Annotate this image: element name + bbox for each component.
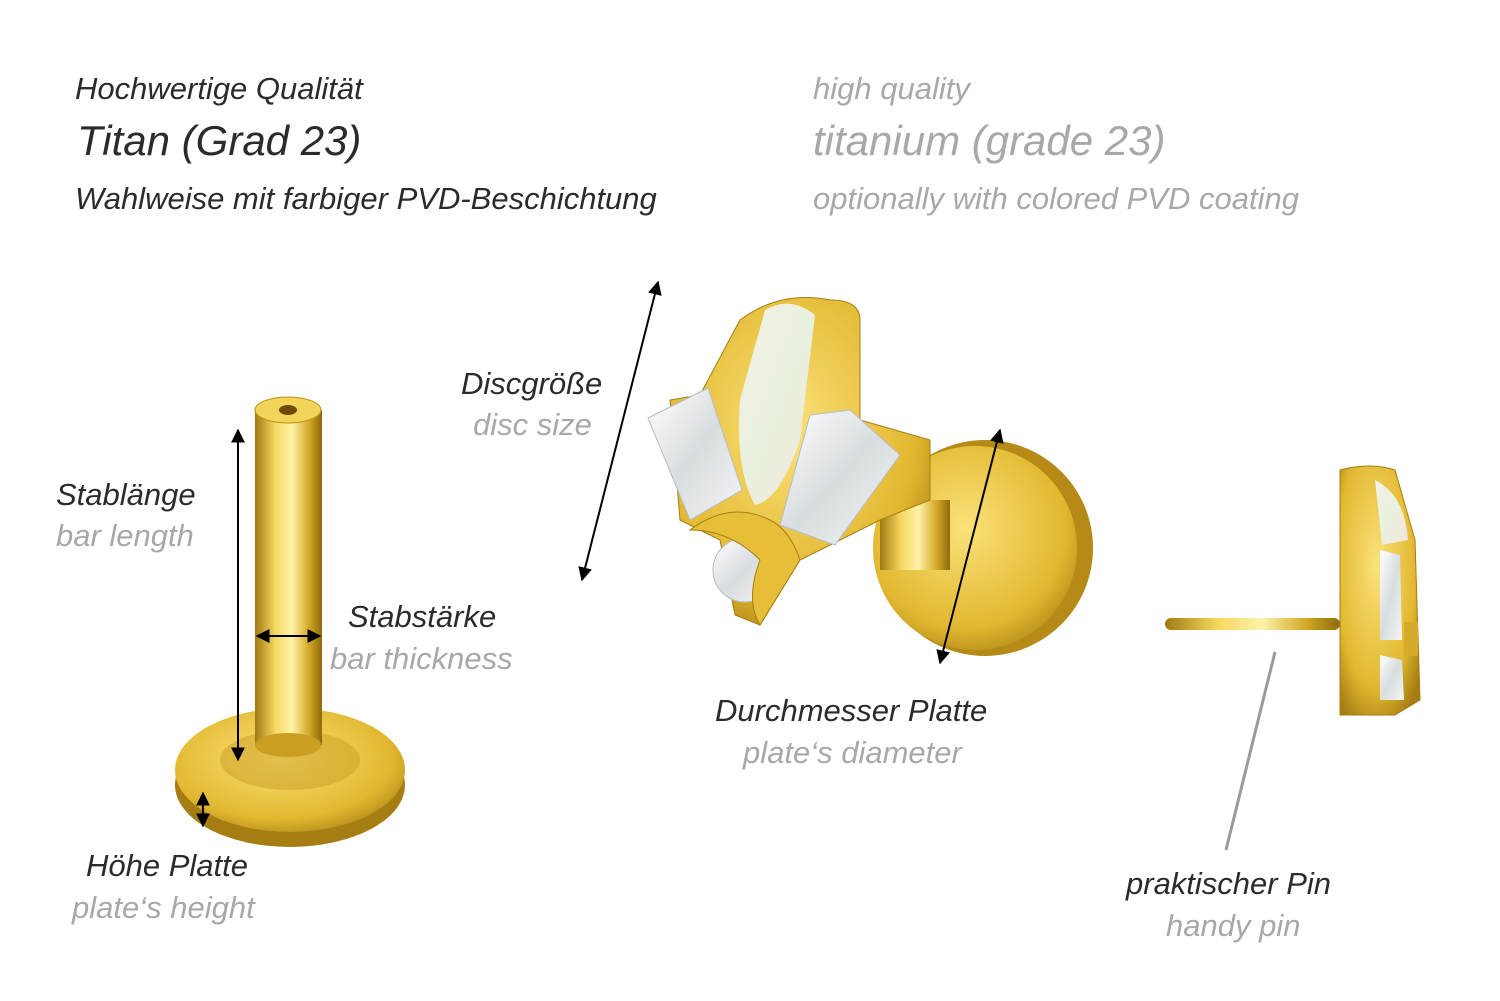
quality-de: Hochwertige Qualität xyxy=(75,71,363,106)
quality-en: high quality xyxy=(813,71,970,106)
coating-en: optionally with colored PVD coating xyxy=(813,181,1299,216)
plate-diameter-en: plate‘s diameter xyxy=(743,735,962,770)
pin-pointer-line xyxy=(1224,651,1277,851)
material-en: titanium (grade 23) xyxy=(813,117,1166,164)
handy-pin-en: handy pin xyxy=(1166,908,1301,943)
plate-diameter-de: Durchmesser Platte xyxy=(715,693,988,728)
disc-size-arrow xyxy=(578,280,662,582)
plate-diameter-arrow xyxy=(936,428,1004,665)
bar-thickness-en: bar thickness xyxy=(330,641,513,676)
disc-size-de: Discgröße xyxy=(461,366,603,401)
bar-length-de: Stablänge xyxy=(56,477,196,512)
bar-thickness-de: Stabstärke xyxy=(348,599,497,634)
bar-length-en: bar length xyxy=(56,518,194,553)
coating-de: Wahlweise mit farbiger PVD-Beschichtung xyxy=(75,181,657,216)
material-de: Titan (Grad 23) xyxy=(77,117,362,164)
plate-height-de: Höhe Platte xyxy=(86,848,248,883)
plate-height-en: plate‘s height xyxy=(72,890,255,925)
jewel-labret xyxy=(647,297,1093,656)
handy-pin-de: praktischer Pin xyxy=(1126,866,1332,901)
disc-size-en: disc size xyxy=(473,407,592,442)
pin-side-view xyxy=(1165,465,1421,716)
